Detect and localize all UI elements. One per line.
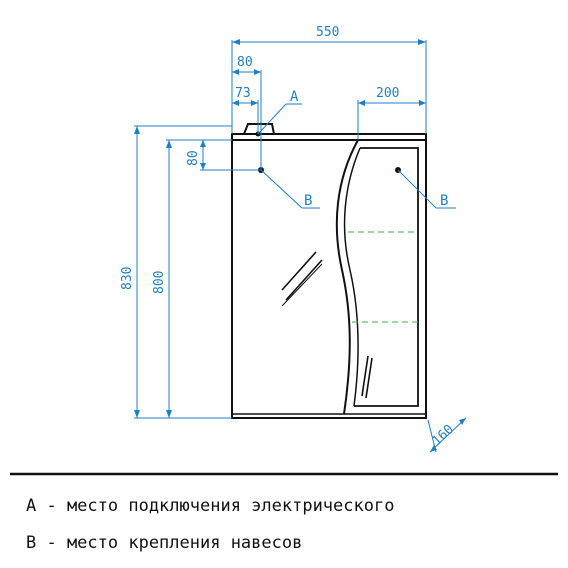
- dim-73: 73: [235, 86, 251, 101]
- mirror-door-wave-inner: [343, 147, 361, 407]
- dimension-arrowheads: [134, 39, 466, 452]
- mirror-reflection-icon: [281, 251, 323, 307]
- legend-line-b: B - место крепления навесов: [26, 533, 303, 553]
- dim-830: 830: [120, 267, 135, 290]
- callout-a: A: [290, 89, 299, 105]
- dimension-lines: [134, 40, 467, 453]
- mirror-door-wave-outer: [335, 139, 359, 415]
- shelves: [348, 231, 418, 323]
- dim-200: 200: [376, 86, 399, 101]
- dim-80-top: 80: [237, 55, 253, 70]
- callout-b-left: B: [304, 193, 312, 209]
- dim-80-vertical: 80: [186, 150, 201, 166]
- callout-b-right: B: [440, 193, 448, 209]
- dim-800: 800: [152, 271, 167, 294]
- cabinet-body: [231, 139, 427, 419]
- lamp-block: [242, 123, 276, 135]
- dim-550: 550: [316, 25, 339, 40]
- shelf-frame: [354, 147, 419, 407]
- cabinet-outline: [231, 123, 427, 419]
- legend-line-a: A - место подключения электрического: [26, 496, 395, 516]
- door-handle: [361, 355, 373, 399]
- dim-160: 160: [429, 422, 456, 449]
